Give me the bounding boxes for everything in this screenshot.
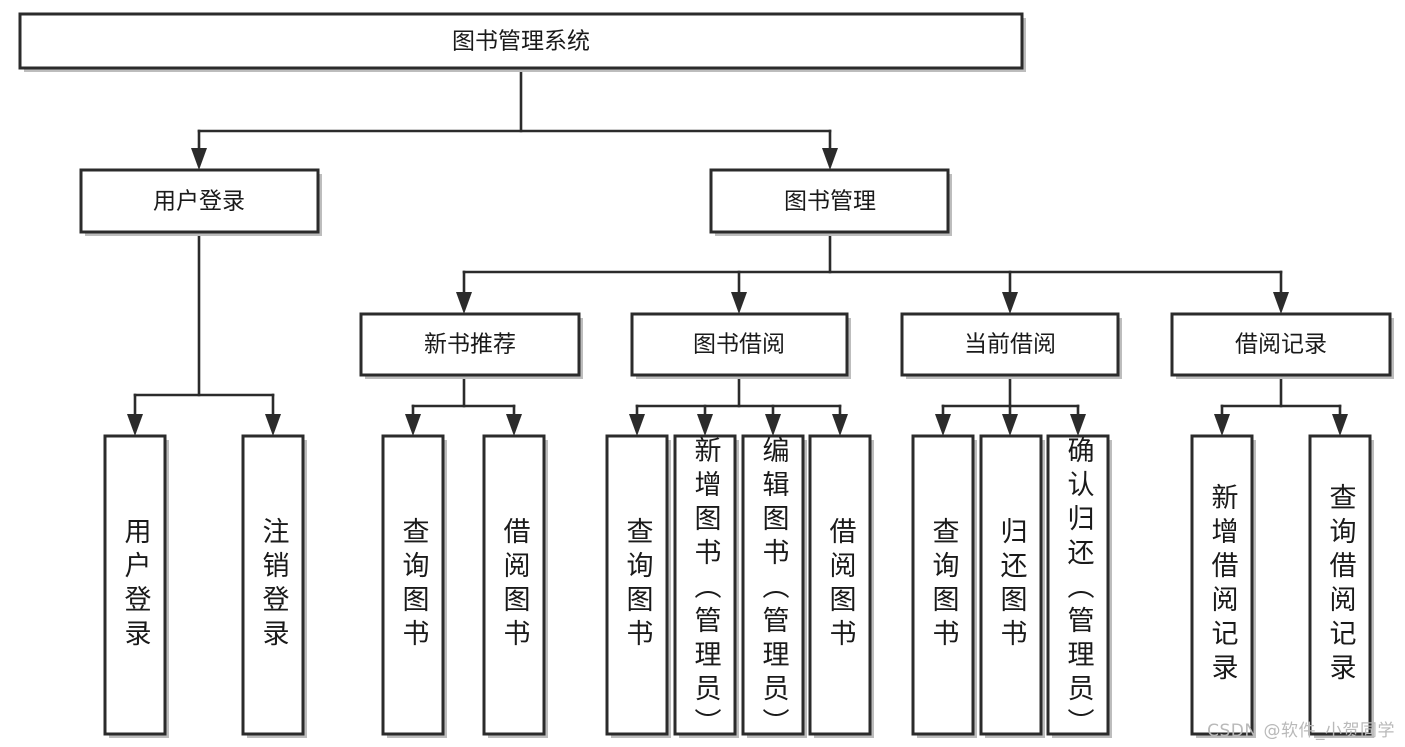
leaf-label-wrap-logout[interactable]: 注销登录 xyxy=(243,436,303,734)
node-book-borrow[interactable]: 图书借阅 xyxy=(630,312,851,379)
leaf-label-wrap-bb-3[interactable]: 编辑图书（管理员） xyxy=(743,436,803,734)
node-user-login-label: 用户登录 xyxy=(153,189,245,215)
arrow-head-leaf-logout xyxy=(265,414,281,436)
arrow-head-cb-leaf-3 xyxy=(1070,414,1086,436)
leaf-box-user-login[interactable] xyxy=(103,434,167,736)
leaf-label-wrap-nb-2[interactable]: 借阅图书 xyxy=(484,436,544,734)
node-book-manage-box xyxy=(709,168,950,234)
arrow-head-nb-leaf-1 xyxy=(405,414,421,436)
leaf-label-wrap-user-login[interactable]: 用户登录 xyxy=(105,436,165,734)
connector-group xyxy=(127,66,1348,436)
leaf-label-wrap-bb-4[interactable]: 借阅图书 xyxy=(810,436,870,734)
leaf-box-bb-4[interactable] xyxy=(808,434,872,736)
leaf-label-wrap-nb-1[interactable]: 查询图书 xyxy=(383,436,443,734)
node-root[interactable]: 图书管理系统 xyxy=(18,12,1026,72)
arrow-head-bb-leaf-1 xyxy=(629,414,645,436)
leaf-label-bb-1: 查询图书 xyxy=(621,517,653,653)
leaf-label-logout: 注销登录 xyxy=(257,517,289,653)
arrow-head-cb-leaf-1 xyxy=(935,414,951,436)
arrow-head-leaf-user-login xyxy=(127,414,143,436)
leaf-box-group xyxy=(103,434,1374,738)
node-book-manage-label: 图书管理 xyxy=(784,189,876,215)
arrow-head-borrow-record xyxy=(1273,292,1289,314)
arrow-head-br-leaf-1 xyxy=(1214,414,1230,436)
leaf-box-bb-3[interactable] xyxy=(741,434,805,736)
leaf-label-nb-2: 借阅图书 xyxy=(498,517,530,653)
node-current-borrow-label: 当前借阅 xyxy=(964,332,1056,358)
node-new-book-box xyxy=(359,312,581,377)
arrow-head-book-manage xyxy=(822,148,838,170)
leaf-box-bb-1[interactable] xyxy=(605,434,669,736)
leaf-label-wrap-cb-3[interactable]: 确认归还（管理员） xyxy=(1048,436,1108,734)
leaf-label-cb-1: 查询图书 xyxy=(927,517,959,653)
arrow-head-current-borrow xyxy=(1002,292,1018,314)
leaf-label-bb-3: 编辑图书（管理员） xyxy=(757,436,789,734)
arrow-head-new-book xyxy=(456,292,472,314)
leaf-box-cb-1[interactable] xyxy=(911,434,975,736)
arrow-head-user-login xyxy=(191,148,207,170)
leaf-box-nb-2[interactable] xyxy=(482,434,546,736)
leaf-box-cb-3[interactable] xyxy=(1046,434,1110,736)
node-root-box xyxy=(18,12,1024,70)
leaf-label-wrap-cb-2[interactable]: 归还图书 xyxy=(981,436,1041,734)
leaf-box-br-1[interactable] xyxy=(1190,434,1254,736)
arrow-head-book-borrow xyxy=(731,292,747,314)
node-new-book[interactable]: 新书推荐 xyxy=(359,312,583,379)
arrow-head-bb-leaf-3 xyxy=(765,414,781,436)
leaf-label-cb-3: 确认归还（管理员） xyxy=(1062,436,1094,734)
node-borrow-record-box xyxy=(1170,312,1392,377)
leaf-label-nb-1: 查询图书 xyxy=(397,517,429,653)
arrow-head-nb-leaf-2 xyxy=(506,414,522,436)
leaf-label-user-login: 用户登录 xyxy=(119,517,151,653)
node-user-login[interactable]: 用户登录 xyxy=(79,168,322,236)
arrow-head-bb-leaf-4 xyxy=(832,414,848,436)
leaf-label-br-2: 查询借阅记录 xyxy=(1324,483,1356,687)
leaf-box-cb-2[interactable] xyxy=(979,434,1043,736)
leaf-box-br-2[interactable] xyxy=(1308,434,1372,736)
arrow-head-br-leaf-2 xyxy=(1332,414,1348,436)
node-new-book-label: 新书推荐 xyxy=(424,332,516,358)
node-borrow-record[interactable]: 借阅记录 xyxy=(1170,312,1394,379)
leaf-label-wrap-cb-1[interactable]: 查询图书 xyxy=(913,436,973,734)
leaf-label-br-1: 新增借阅记录 xyxy=(1206,483,1238,687)
leaf-label-cb-2: 归还图书 xyxy=(995,517,1027,653)
node-book-borrow-label: 图书借阅 xyxy=(693,332,785,358)
node-current-borrow-box xyxy=(900,312,1120,377)
leaf-label-wrap-bb-2[interactable]: 新增图书（管理员） xyxy=(675,436,735,734)
node-book-manage[interactable]: 图书管理 xyxy=(709,168,952,236)
leaf-label-wrap-bb-1[interactable]: 查询图书 xyxy=(607,436,667,734)
arrow-head-bb-leaf-2 xyxy=(697,414,713,436)
leaf-box-bb-2[interactable] xyxy=(673,434,737,736)
node-current-borrow[interactable]: 当前借阅 xyxy=(900,312,1122,379)
leaf-label-bb-4: 借阅图书 xyxy=(824,517,856,653)
node-borrow-record-label: 借阅记录 xyxy=(1235,332,1327,358)
leaf-label-bb-2: 新增图书（管理员） xyxy=(689,436,721,734)
leaf-label-wrap-br-2[interactable]: 查询借阅记录 xyxy=(1310,436,1370,734)
node-root-label: 图书管理系统 xyxy=(452,29,590,55)
node-user-login-box xyxy=(79,168,320,234)
leaf-box-nb-1[interactable] xyxy=(381,434,445,736)
leaf-label-wrap-br-1[interactable]: 新增借阅记录 xyxy=(1192,436,1252,734)
leaf-box-logout[interactable] xyxy=(241,434,305,736)
arrow-head-cb-leaf-2 xyxy=(1002,414,1018,436)
node-book-borrow-box xyxy=(630,312,849,377)
